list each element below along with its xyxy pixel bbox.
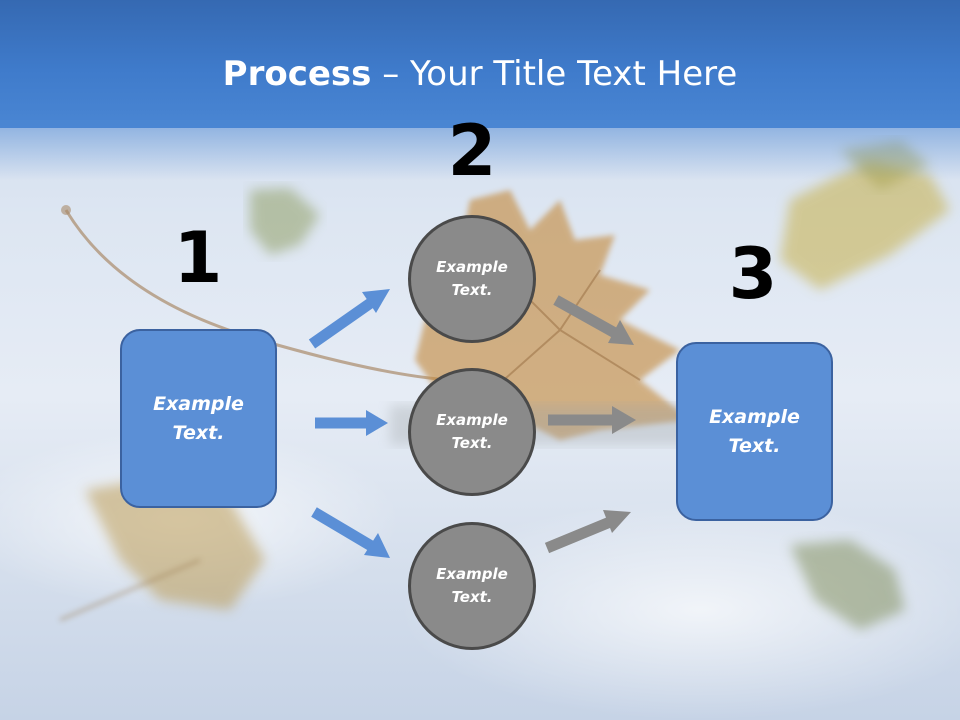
step-2-text-top: Example Text. (436, 258, 508, 299)
arrow-2b-to-3 (548, 406, 636, 434)
step-3-text: Example Text. (709, 405, 800, 457)
step-1-number: 1 (173, 217, 223, 299)
step-2-text-middle: Example Text. (436, 411, 508, 452)
title-separator: – (371, 54, 411, 94)
step-2-text-bottom: Example Text. (436, 565, 508, 606)
title-bold: Process (222, 54, 372, 94)
arrow-2a-to-3 (553, 295, 634, 345)
arrow-2c-to-3 (544, 510, 631, 554)
title-bar-fade (0, 120, 960, 180)
step-3-number: 3 (728, 233, 778, 315)
step-1-box: Example Text. (120, 329, 277, 508)
arrow-1-to-2b (315, 410, 388, 436)
title-text: Your Title Text Here (410, 54, 738, 94)
step-2-circle-middle: Example Text. (408, 368, 536, 496)
arrow-1-to-2a (308, 289, 390, 349)
step-2-circle-top: Example Text. (408, 215, 536, 343)
title-bar (0, 0, 960, 128)
step-2-circle-bottom: Example Text. (408, 522, 536, 650)
step-1-text: Example Text. (153, 392, 244, 444)
arrow-1-to-2c (311, 507, 390, 558)
step-3-box: Example Text. (676, 342, 833, 521)
slide-title: Process – Your Title Text Here (0, 50, 960, 98)
step-2-number: 2 (447, 110, 497, 192)
